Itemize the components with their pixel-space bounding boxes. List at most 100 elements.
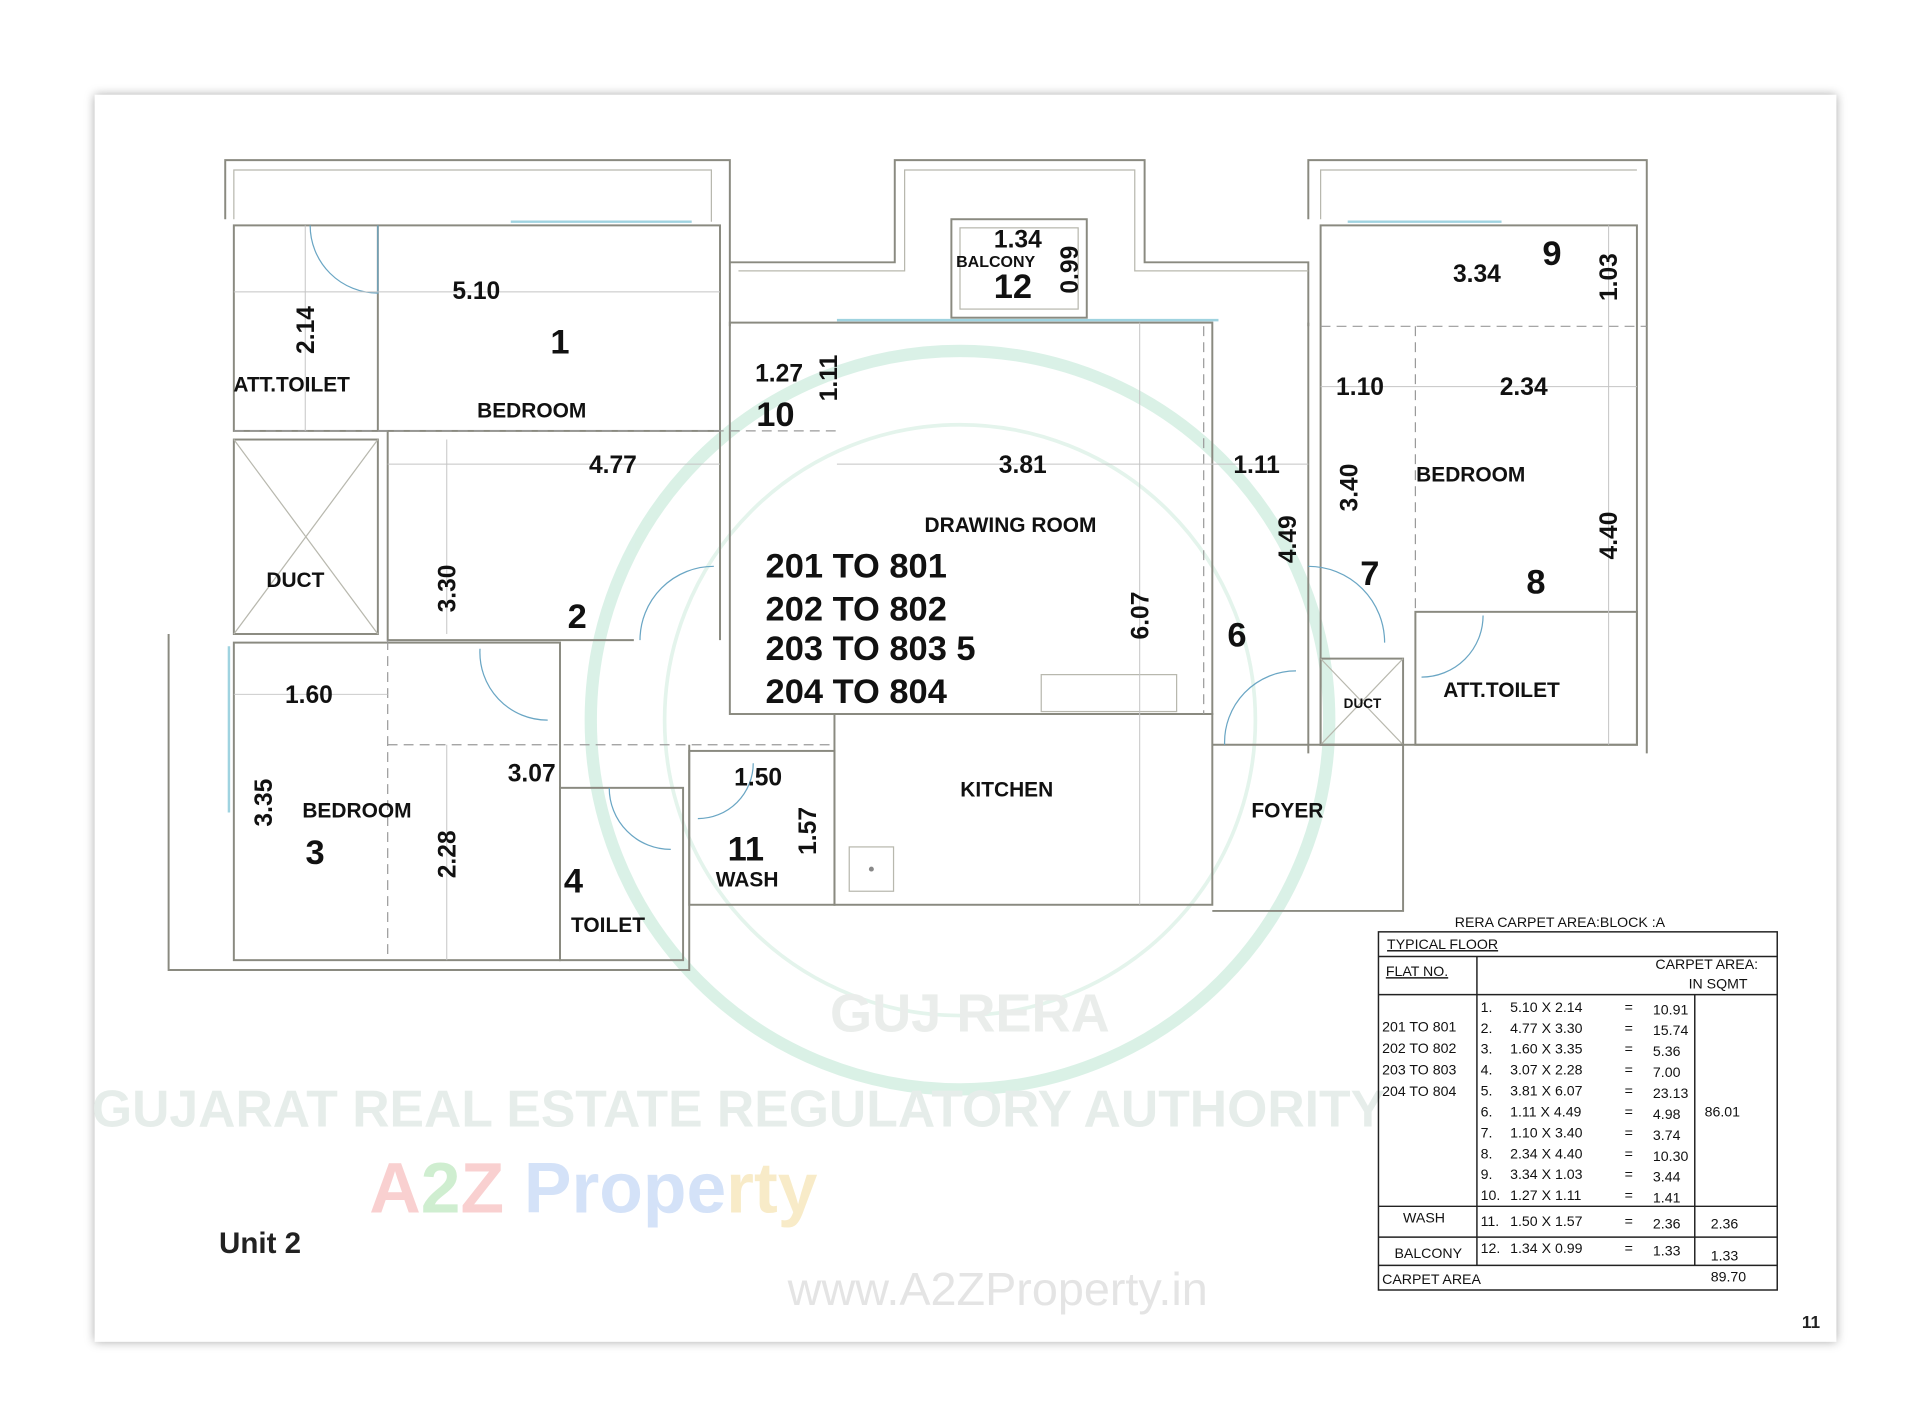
dim-label: 6.07 bbox=[1127, 592, 1154, 640]
balcony-eq: = bbox=[1625, 1240, 1633, 1256]
unit-title: Unit 2 bbox=[219, 1227, 301, 1260]
room-duct-right: DUCT bbox=[1344, 696, 1382, 711]
carpet-area-total: 89.70 bbox=[1711, 1268, 1747, 1284]
dim-label: 2.28 bbox=[434, 830, 461, 878]
row-equals: = bbox=[1625, 1145, 1633, 1161]
seal-ring bbox=[584, 344, 1336, 1096]
seal-bottom-text: GUJ RERA bbox=[830, 984, 1110, 1044]
room-toilet: TOILET bbox=[571, 914, 645, 937]
room-wash: WASH bbox=[716, 868, 779, 891]
room-number: 6 bbox=[1227, 616, 1246, 654]
room-kitchen: KITCHEN bbox=[960, 778, 1053, 801]
row-area: 5.36 bbox=[1653, 1043, 1681, 1059]
dim-label: 4.77 bbox=[589, 452, 637, 479]
dim-label: 2.14 bbox=[293, 306, 320, 354]
row-area: 3.74 bbox=[1653, 1127, 1681, 1143]
table-flat-range: 202 TO 802 bbox=[1382, 1040, 1456, 1056]
balcony-total: 1.33 bbox=[1711, 1247, 1739, 1263]
flat-no-header: FLAT NO. bbox=[1386, 963, 1448, 979]
table-row: 2.4.77 X 3.30=15.74 bbox=[1481, 1020, 1689, 1038]
room-number: 7 bbox=[1360, 555, 1379, 593]
wash-no: 11. bbox=[1481, 1213, 1500, 1229]
row-number: 5. bbox=[1481, 1083, 1493, 1099]
table-row: 1.5.10 X 2.14=10.91 bbox=[1481, 999, 1689, 1017]
row-equals: = bbox=[1625, 1062, 1633, 1078]
dim-label: 1.57 bbox=[795, 807, 822, 855]
row-dimensions: 5.10 X 2.14 bbox=[1510, 999, 1582, 1015]
room-number: 3 bbox=[305, 834, 324, 872]
dim-label: 1.03 bbox=[1596, 253, 1623, 301]
row-area: 10.30 bbox=[1653, 1148, 1689, 1164]
table-flat-range: 201 TO 801 bbox=[1382, 1019, 1456, 1035]
dim-label: 1.27 bbox=[755, 361, 803, 388]
dim-label: 2.34 bbox=[1500, 374, 1548, 401]
balcony-area: 1.33 bbox=[1653, 1243, 1681, 1259]
row-equals: = bbox=[1625, 999, 1633, 1015]
room-number: 9 bbox=[1542, 235, 1561, 273]
room-number: 2 bbox=[568, 598, 587, 636]
row-equals: = bbox=[1625, 1103, 1633, 1119]
url-watermark: www.A2ZProperty.in bbox=[787, 1263, 1208, 1315]
dim-label: 3.30 bbox=[434, 565, 461, 613]
table-row: 7.1.10 X 3.40=3.74 bbox=[1481, 1124, 1681, 1142]
wash-total: 2.36 bbox=[1711, 1215, 1739, 1231]
carpet-area-table: RERA CARPET AREA:BLOCK :A TYPICAL FLOOR … bbox=[1377, 914, 1778, 1291]
row-area: 15.74 bbox=[1653, 1022, 1689, 1038]
wash-label: WASH bbox=[1403, 1209, 1445, 1225]
row-number: 4. bbox=[1481, 1062, 1493, 1078]
room-bedroom-3: BEDROOM bbox=[302, 799, 411, 822]
dim-label: 1.34 bbox=[994, 227, 1042, 254]
walls bbox=[167, 159, 1648, 971]
table-flat-range: 203 TO 803 bbox=[1382, 1062, 1456, 1078]
room-number: 8 bbox=[1526, 563, 1545, 601]
area-header: CARPET AREA: bbox=[1655, 956, 1758, 972]
row-equals: = bbox=[1625, 1020, 1633, 1036]
typical-floor-label: TYPICAL FLOOR bbox=[1387, 936, 1498, 952]
room-balcony: BALCONY bbox=[956, 254, 1035, 271]
room-drawing-room: DRAWING ROOM bbox=[925, 514, 1097, 537]
room-bedroom-1: BEDROOM bbox=[477, 399, 586, 422]
dim-label: 1.11 bbox=[816, 355, 843, 402]
row-number: 10. bbox=[1481, 1187, 1501, 1203]
dimension-lines bbox=[233, 225, 1647, 961]
wash-area: 2.36 bbox=[1653, 1215, 1681, 1231]
table-row: 8.2.34 X 4.40=10.30 bbox=[1481, 1145, 1689, 1163]
table-row: 5.3.81 X 6.07=23.13 bbox=[1481, 1083, 1689, 1101]
subtotal: 86.01 bbox=[1705, 1103, 1741, 1119]
dim-label: 1.50 bbox=[734, 764, 782, 791]
wash-dims: 1.50 X 1.57 bbox=[1510, 1213, 1582, 1229]
row-dimensions: 1.27 X 1.11 bbox=[1510, 1187, 1581, 1203]
row-equals: = bbox=[1625, 1166, 1633, 1182]
row-number: 2. bbox=[1481, 1020, 1493, 1036]
dim-label: 5.10 bbox=[452, 278, 500, 305]
row-area: 4.98 bbox=[1653, 1106, 1681, 1122]
room-number: 1 bbox=[550, 323, 569, 361]
dim-label: 3.34 bbox=[1453, 261, 1501, 288]
dim-label: 1.10 bbox=[1336, 374, 1384, 401]
room-foyer: FOYER bbox=[1251, 799, 1323, 822]
row-number: 6. bbox=[1481, 1103, 1493, 1119]
dim-label: 1.60 bbox=[285, 682, 333, 709]
row-number: 9. bbox=[1481, 1166, 1493, 1182]
table-row: 4.3.07 X 2.28=7.00 bbox=[1481, 1062, 1681, 1080]
page-number: 11 bbox=[1802, 1312, 1821, 1332]
dim-label: 3.81 bbox=[999, 452, 1047, 479]
room-number: 12 bbox=[994, 268, 1032, 306]
room-labels: ATT.TOILET BEDROOM DUCT BEDROOM TOILET W… bbox=[233, 254, 1560, 937]
table-row: 6.1.11 X 4.49=4.98 bbox=[1481, 1103, 1681, 1121]
row-dimensions: 1.60 X 3.35 bbox=[1510, 1041, 1582, 1057]
room-numbers: 1 2 3 4 6 7 8 9 10 11 12 bbox=[305, 235, 1561, 901]
dim-label: 4.40 bbox=[1596, 512, 1623, 560]
row-dimensions: 3.34 X 1.03 bbox=[1510, 1166, 1582, 1182]
room-bedroom-8: BEDROOM bbox=[1416, 463, 1525, 486]
dim-label: 4.49 bbox=[1275, 515, 1302, 563]
room-number: 11 bbox=[728, 830, 764, 868]
row-equals: = bbox=[1625, 1187, 1633, 1203]
wash-eq: = bbox=[1625, 1213, 1633, 1229]
row-equals: = bbox=[1625, 1124, 1633, 1140]
balcony-dims: 1.34 X 0.99 bbox=[1510, 1240, 1582, 1256]
balcony-no: 12. bbox=[1481, 1240, 1501, 1256]
dim-label: 3.35 bbox=[251, 779, 278, 827]
room-duct-left: DUCT bbox=[266, 569, 324, 592]
